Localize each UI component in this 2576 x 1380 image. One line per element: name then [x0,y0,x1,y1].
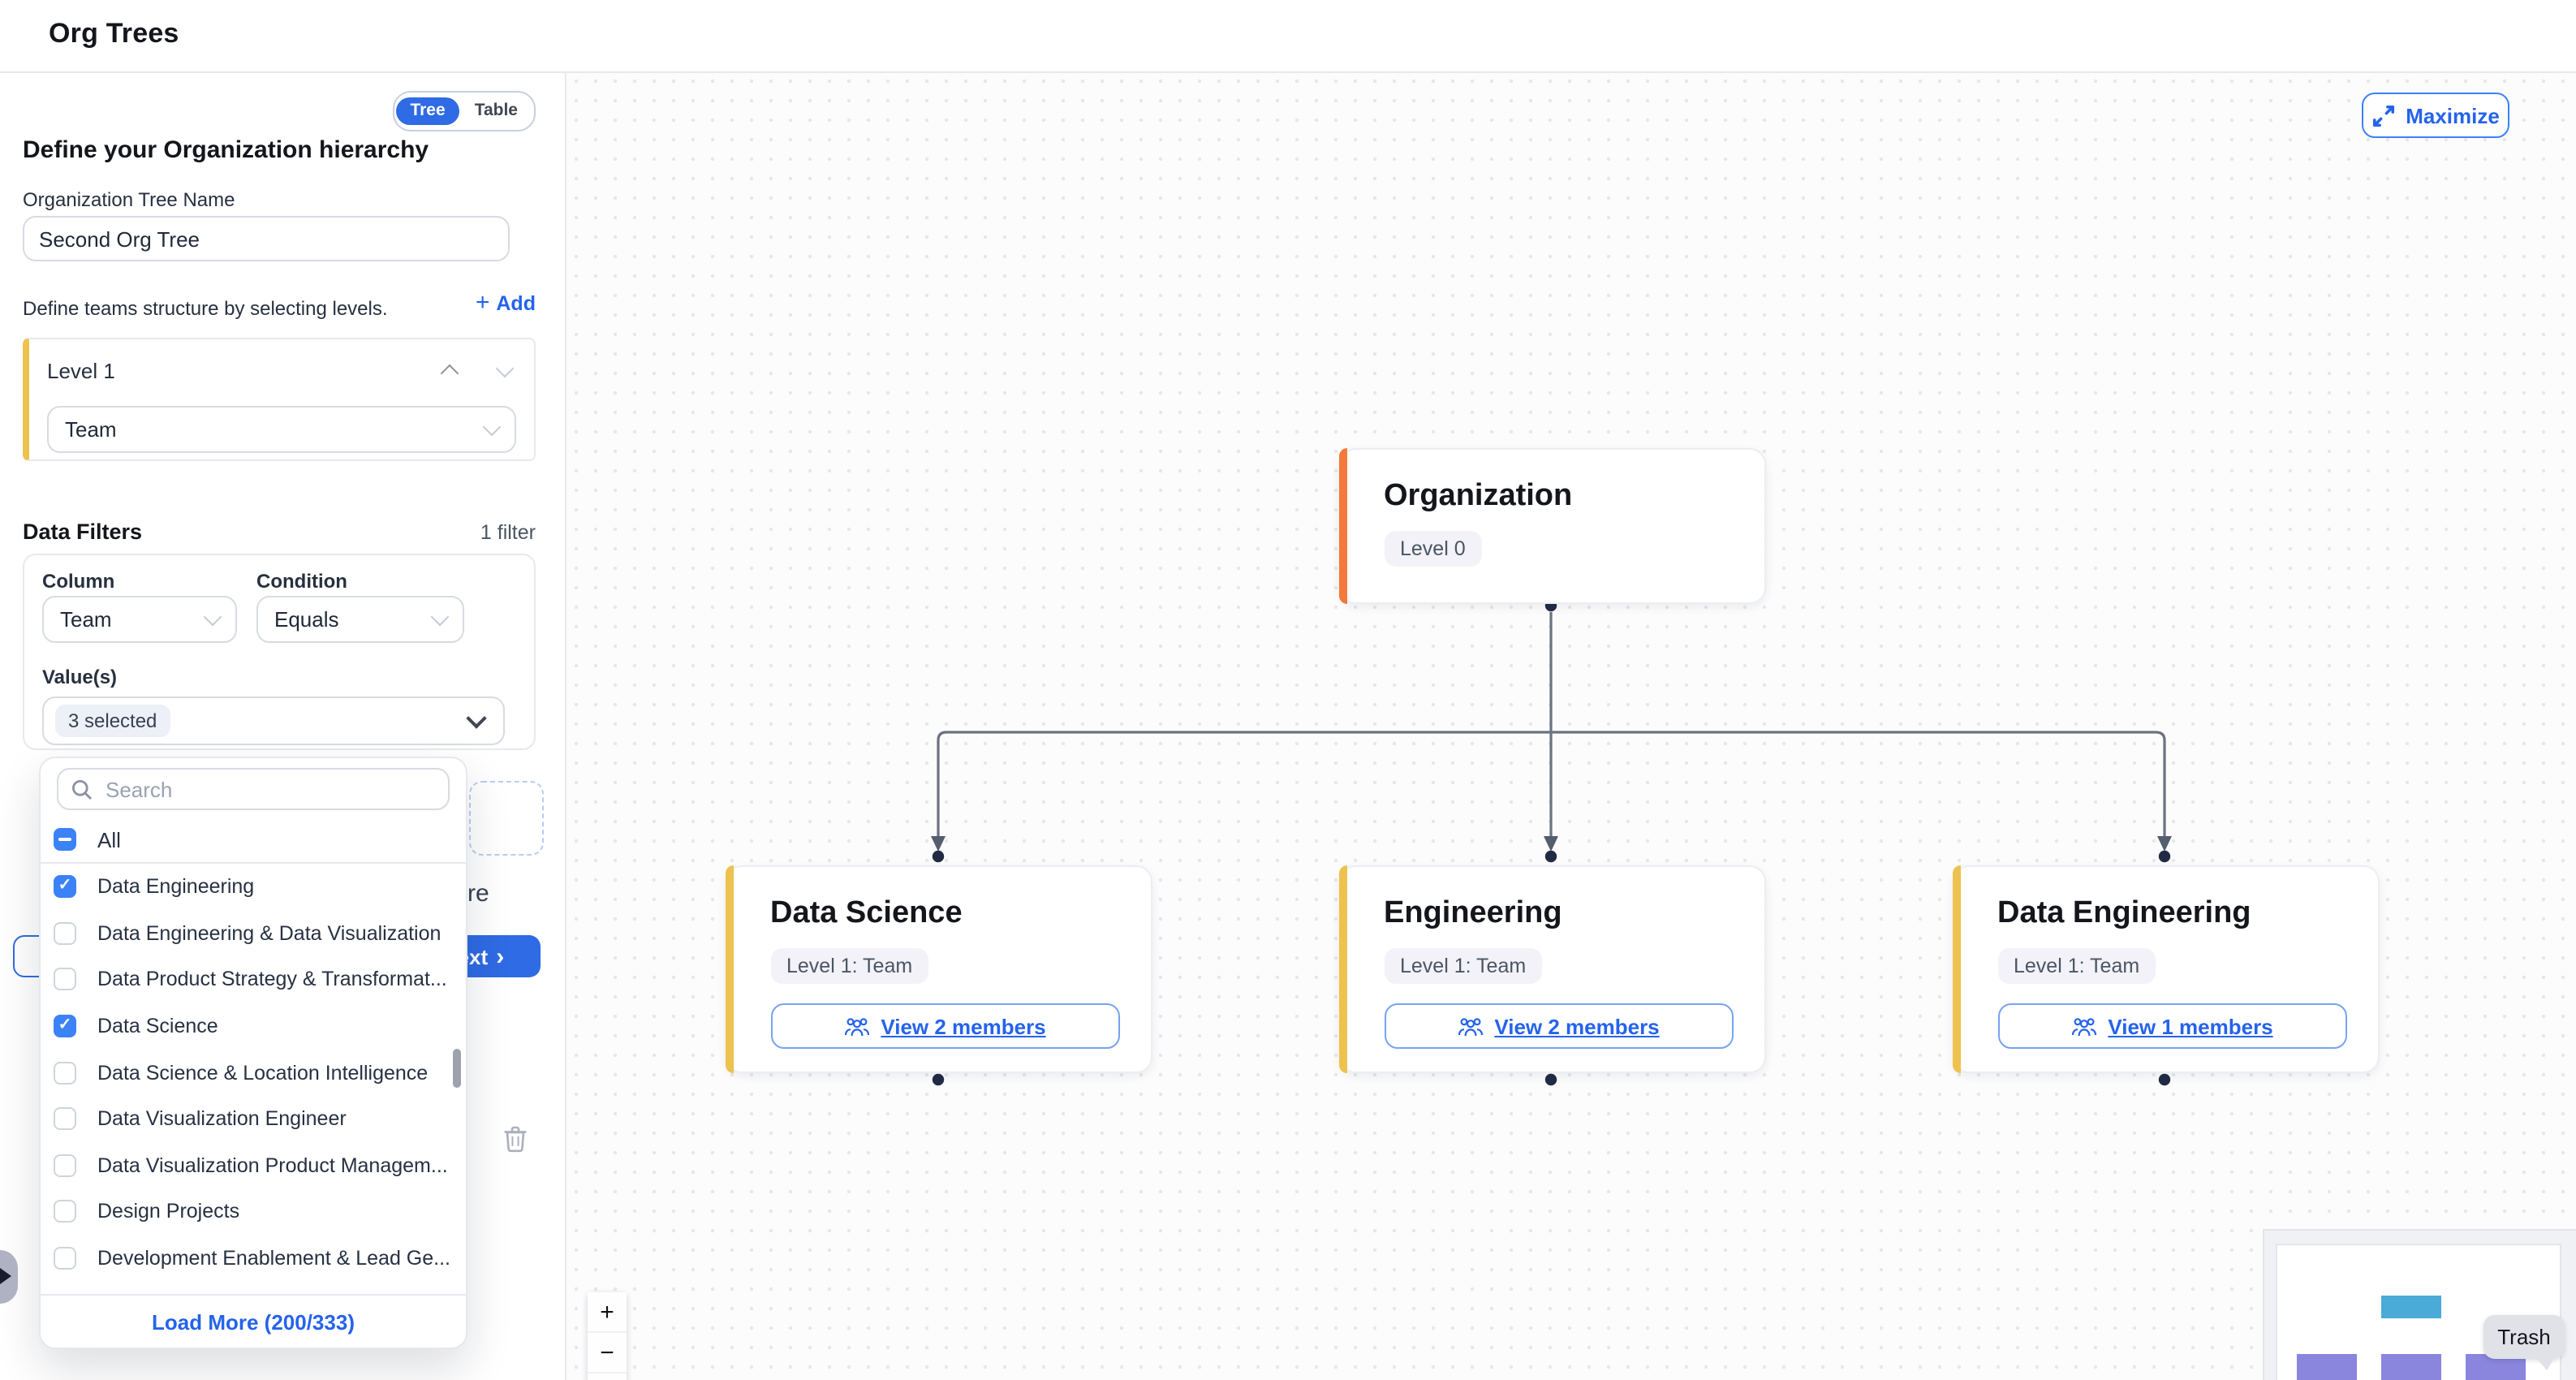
node-engineering[interactable]: Engineering Level 1: Team View 2 members [1338,865,1765,1073]
chevron-right-icon: › [496,946,504,967]
node-title: Data Engineering [1997,896,2251,932]
hierarchy-sidebar: Tree Table Define your Organization hier… [0,71,566,1380]
toggle-tree[interactable]: Tree [395,97,459,125]
node-level-badge: Level 1: Team [1384,948,1542,984]
plus-icon: + [476,294,490,313]
level-label: Level 1 [47,359,115,383]
members-icon [1457,1016,1483,1037]
option-checkbox[interactable] [54,922,76,945]
zoom-controls: + − [588,1292,627,1380]
load-more-button[interactable]: Load More (200/333) [41,1294,466,1348]
option-checkbox[interactable] [54,876,76,899]
level-type-select[interactable]: Team [47,406,516,453]
page-title: Org Trees [49,18,179,50]
trash-tooltip: Trash [2483,1315,2565,1359]
option-row[interactable]: Development Enablement & Lead Ge... [41,1236,466,1282]
minimap-child-node [2381,1354,2440,1380]
view-members-button[interactable]: View 1 members [1997,1003,2346,1049]
add-filter-dashed-button[interactable] [469,781,544,856]
column-label: Column [42,570,114,593]
condition-label: Condition [256,570,347,593]
tree-name-input[interactable] [23,216,510,261]
scrollbar-thumb[interactable] [453,1049,461,1088]
fit-view-button[interactable] [588,1374,627,1380]
move-down-icon[interactable] [496,360,515,378]
option-checkbox[interactable] [54,1015,76,1037]
trash-icon[interactable] [503,1125,528,1153]
option-row[interactable]: Data Visualization Product Managem... [41,1142,466,1188]
levels-hint: Define teams structure by selecting leve… [23,297,388,320]
option-checkbox[interactable] [54,1154,76,1177]
add-level-button[interactable]: + Add [476,292,536,315]
minimap-child-node [2297,1354,2356,1380]
select-all-label: All [97,827,121,852]
values-label: Value(s) [42,666,117,688]
option-row[interactable]: Data Science [41,1003,466,1050]
condition-select[interactable]: Equals [256,596,464,643]
option-row[interactable]: Data Product Strategy & Transformat... [41,956,466,1003]
minimap-viewport [2276,1244,2561,1380]
node-data-engineering[interactable]: Data Engineering Level 1: Team View 1 me… [1952,865,2379,1073]
filter-count: 1 filter [480,521,536,544]
sidebar-heading: Define your Organization hierarchy [23,136,429,164]
minimap-root-node [2381,1296,2440,1318]
tree-connectors [566,71,2576,1380]
node-level-badge: Level 1: Team [770,948,928,984]
select-all-checkbox[interactable] [54,828,76,851]
node-title: Data Science [770,896,963,932]
select-all-row[interactable]: All [41,817,466,862]
view-toggle[interactable]: Tree Table [392,91,536,132]
data-filters-title: Data Filters [23,520,142,544]
search-input[interactable] [102,775,435,803]
option-row[interactable]: Data Science & Location Intelligence [41,1050,466,1096]
view-members-button[interactable]: View 2 members [770,1003,1119,1049]
level-card: Level 1 Team [23,338,536,461]
values-dropdown-panel: All Data Engineering Data Engineering & … [39,757,467,1349]
node-title: Organization [1384,479,1572,515]
node-level-badge: Level 0 [1384,531,1482,567]
option-row[interactable]: Data Engineering & Data Visualization [41,910,466,956]
option-checkbox[interactable] [54,1247,76,1270]
option-row[interactable]: Design Projects [41,1188,466,1235]
filter-card: Column Condition Team Equals Value(s) 3 … [23,554,536,750]
node-title: Engineering [1384,896,1562,932]
selected-count-chip: 3 selected [55,705,170,737]
zoom-out-button[interactable]: − [588,1333,627,1374]
option-checkbox[interactable] [54,1201,76,1223]
members-icon [2070,1016,2096,1037]
option-row[interactable]: Data Visualization Engineer [41,1096,466,1142]
tree-name-label: Organization Tree Name [23,188,235,211]
dropdown-search[interactable] [57,768,450,810]
option-checkbox[interactable] [54,1061,76,1084]
node-data-science[interactable]: Data Science Level 1: Team View 2 member… [725,865,1152,1073]
zoom-in-button[interactable]: + [588,1292,627,1333]
chevron-down-icon [431,608,450,627]
option-row[interactable]: Data Engineering [41,864,466,910]
chevron-down-icon [466,707,486,727]
chevron-down-icon [483,418,502,437]
org-tree-canvas[interactable]: Maximize Organization Level 0 Data Scien… [566,71,2576,1380]
members-icon [843,1016,869,1037]
page-header: Org Trees [0,0,2576,73]
column-select[interactable]: Team [42,596,237,643]
view-members-button[interactable]: View 2 members [1384,1003,1733,1049]
move-up-icon[interactable] [441,364,459,383]
node-organization[interactable]: Organization Level 0 [1338,448,1765,604]
option-checkbox[interactable] [54,1108,76,1131]
chevron-down-icon [204,608,222,627]
option-checkbox[interactable] [54,968,76,991]
values-multiselect[interactable]: 3 selected [42,696,505,745]
options-list: Data Engineering Data Engineering & Data… [41,864,466,1296]
clipped-sidebar-text: re [467,880,489,908]
toggle-table[interactable]: Table [460,97,532,125]
node-level-badge: Level 1: Team [1997,948,2156,984]
search-icon [71,778,93,800]
